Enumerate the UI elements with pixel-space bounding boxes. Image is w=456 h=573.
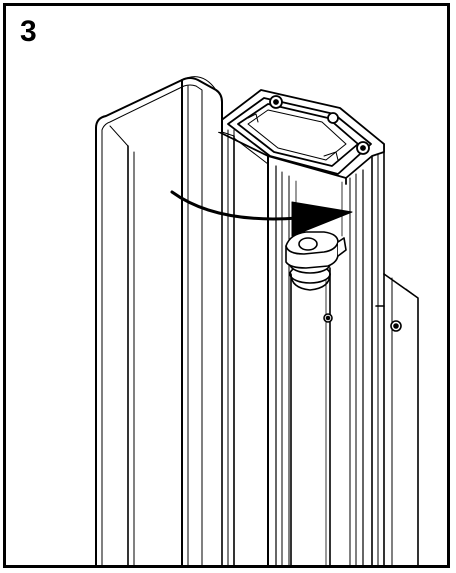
instruction-panel: 3 [3,3,450,568]
direction-arrow [170,190,353,237]
end-cap [218,89,385,185]
door-channel-profile [95,76,235,565]
assembly-illustration [95,76,419,565]
side-bracket [375,273,419,565]
hinge-clip [285,231,347,269]
hinge-cylinder [289,254,333,565]
step-number: 3 [20,15,37,48]
